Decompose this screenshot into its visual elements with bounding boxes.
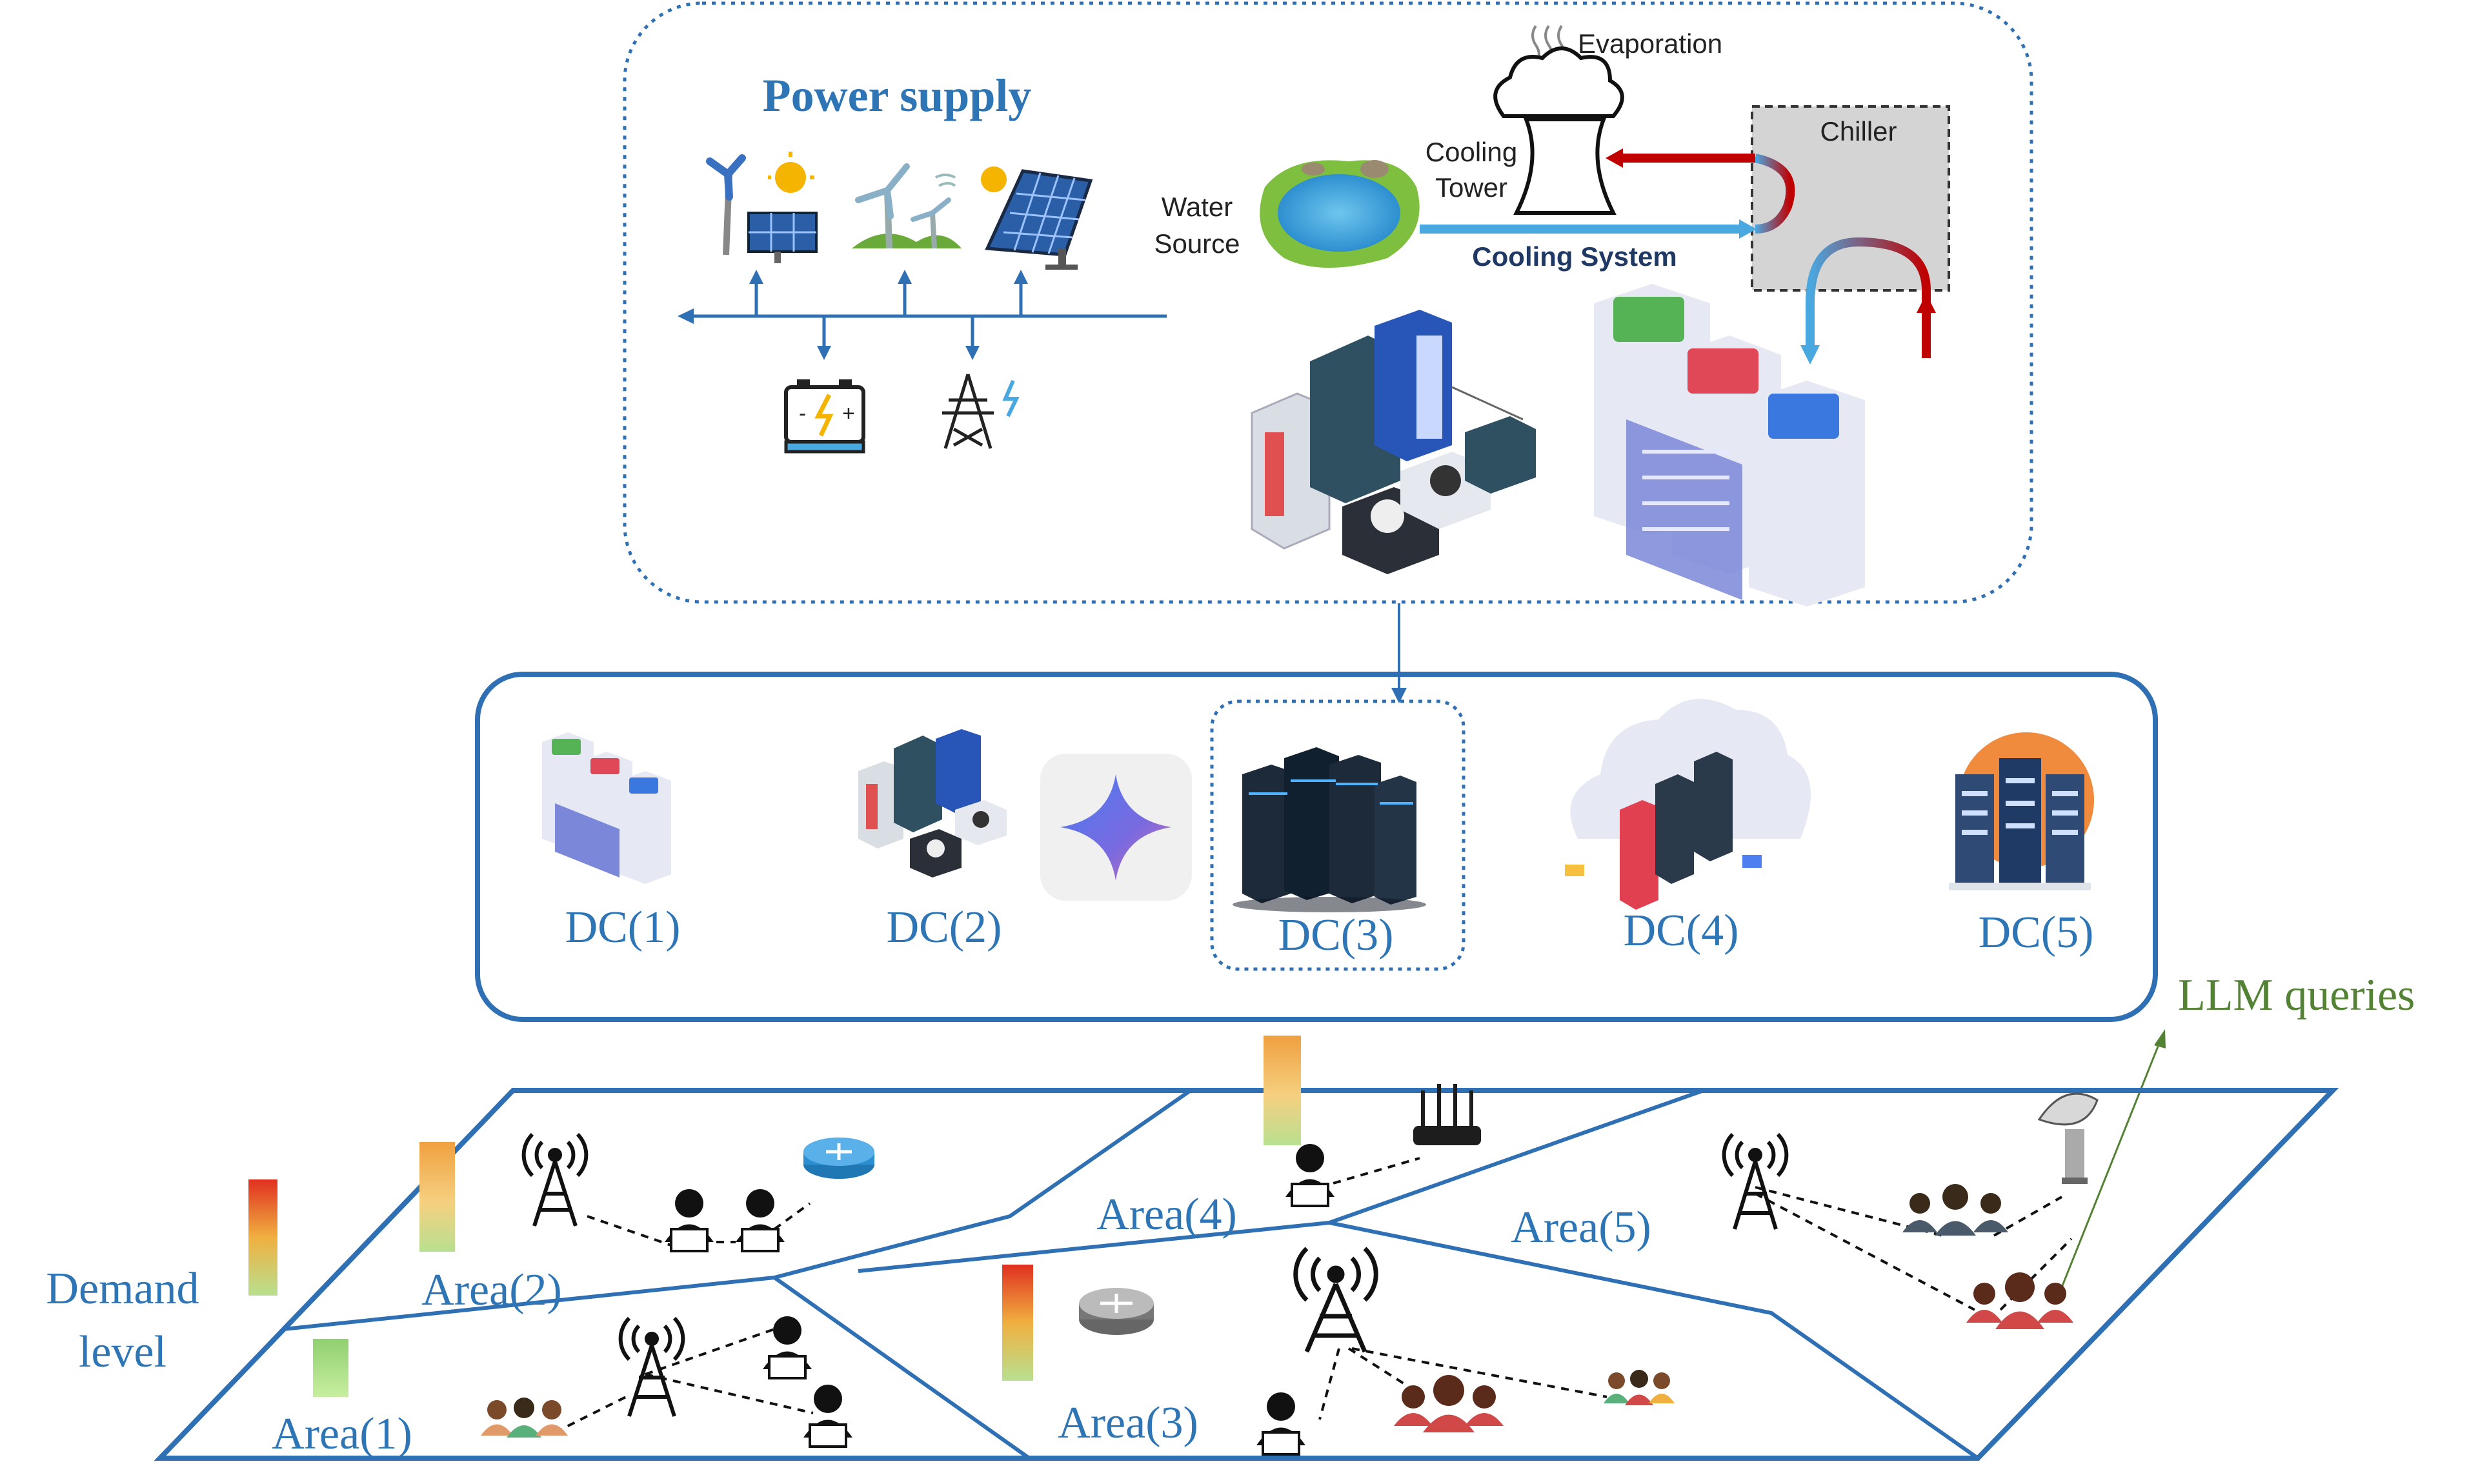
area1-label: Area(1) bbox=[272, 1409, 412, 1459]
cooling-system-label: Cooling System bbox=[1472, 241, 1677, 272]
power-panel-border bbox=[623, 1, 2033, 604]
demand-bar-area2 bbox=[419, 1142, 455, 1252]
antenna-icon-area2 bbox=[521, 1132, 589, 1227]
area5-label: Area(5) bbox=[1511, 1203, 1651, 1252]
demand-bar-area3 bbox=[1002, 1265, 1033, 1381]
llm-queries-label: LLM queries bbox=[2178, 970, 2415, 1020]
svg-text:+: + bbox=[842, 401, 855, 426]
power-supply-title: Power supply bbox=[763, 70, 1032, 121]
svg-text:-: - bbox=[799, 401, 806, 426]
antenna-icon-area3 bbox=[1293, 1247, 1378, 1353]
demand-bar-area1 bbox=[313, 1339, 348, 1397]
user-group-icon bbox=[1902, 1184, 2008, 1236]
dc5-icon bbox=[1949, 732, 2094, 890]
demand-bar-area4 bbox=[1264, 1036, 1301, 1145]
cooling-pipes bbox=[1420, 148, 1936, 365]
water-source-label-2: Source bbox=[1154, 228, 1240, 259]
dc2-icon bbox=[858, 729, 1007, 877]
dc1-icon bbox=[542, 732, 671, 884]
battery-icon: -+ bbox=[784, 379, 865, 454]
router-icon bbox=[1079, 1288, 1154, 1335]
power-cooling-panel: Power supply bbox=[623, 1, 2033, 607]
solar-panel-icon bbox=[981, 166, 1093, 270]
cooling-tower-icon bbox=[1493, 46, 1624, 215]
cooling-tower-label-2: Tower bbox=[1435, 172, 1507, 203]
user-group-icon bbox=[1394, 1375, 1504, 1432]
area-boundaries bbox=[283, 1088, 1979, 1460]
wind-solar-icon bbox=[706, 152, 818, 263]
power-bus bbox=[678, 270, 1167, 360]
demand-label-2: level bbox=[79, 1327, 166, 1377]
dc4-label: DC(4) bbox=[1624, 906, 1739, 956]
satellite-dish-icon bbox=[2037, 1092, 2099, 1184]
dc1-label: DC(1) bbox=[565, 903, 681, 952]
demand-label-1: Demand bbox=[46, 1264, 199, 1314]
laptop-user-icon bbox=[803, 1385, 852, 1448]
area4-label: Area(4) bbox=[1096, 1190, 1237, 1239]
area3-label: Area(3) bbox=[1058, 1398, 1198, 1448]
user-group-icon bbox=[1966, 1272, 2073, 1329]
laptop-user-icon bbox=[1285, 1144, 1335, 1207]
laptop-user-icon bbox=[665, 1189, 714, 1252]
panel-to-dc-arrow bbox=[1391, 603, 1407, 703]
dc2-label: DC(2) bbox=[887, 903, 1002, 952]
datacenter-panel: DC(1) DC(2) DC(3) DC(4) DC(5) bbox=[475, 672, 2158, 1022]
evaporation-label: Evaporation bbox=[1578, 28, 1722, 59]
laptop-user-icon bbox=[763, 1316, 812, 1379]
datacenter-panel-border bbox=[475, 672, 2158, 1022]
dc3-icon bbox=[1233, 747, 1426, 912]
transmission-tower-icon bbox=[942, 374, 1020, 449]
cooling-tower-label-1: Cooling bbox=[1425, 137, 1517, 167]
llm-queries: LLM queries bbox=[2060, 970, 2415, 1288]
user-group-icon bbox=[1604, 1370, 1675, 1405]
laptop-user-icon bbox=[1256, 1392, 1305, 1456]
water-source-label-1: Water bbox=[1162, 192, 1233, 222]
chiller-label: Chiller bbox=[1820, 116, 1897, 146]
area-map: Demand level Area(1) Area(2) Area(3) Are… bbox=[46, 1036, 2339, 1461]
demand-bar-legend bbox=[248, 1179, 277, 1296]
wifi-router-icon bbox=[1413, 1084, 1481, 1145]
server-cluster-icon bbox=[1251, 310, 1536, 574]
dc5-label: DC(5) bbox=[1979, 908, 2094, 958]
dc3-label: DC(3) bbox=[1278, 910, 1394, 960]
dc4-icon bbox=[1565, 699, 1811, 910]
laptop-user-icon bbox=[736, 1189, 785, 1252]
user-group-icon bbox=[481, 1398, 568, 1438]
switch-icon bbox=[803, 1138, 874, 1179]
dc3-highlight bbox=[1210, 699, 1466, 971]
cooling-system: Evaporation Cooling Tower Chiller Water … bbox=[1154, 25, 1950, 365]
antenna-icon-area1 bbox=[618, 1316, 685, 1417]
area2-label: Area(2) bbox=[421, 1265, 562, 1315]
gemini-icon bbox=[1040, 754, 1192, 901]
water-source-icon bbox=[1260, 160, 1420, 268]
wind-farm-icon bbox=[852, 163, 962, 249]
server-stack-icon bbox=[1594, 284, 1865, 607]
antenna-icon-area5 bbox=[1722, 1132, 1789, 1230]
network-links bbox=[554, 1157, 2073, 1434]
